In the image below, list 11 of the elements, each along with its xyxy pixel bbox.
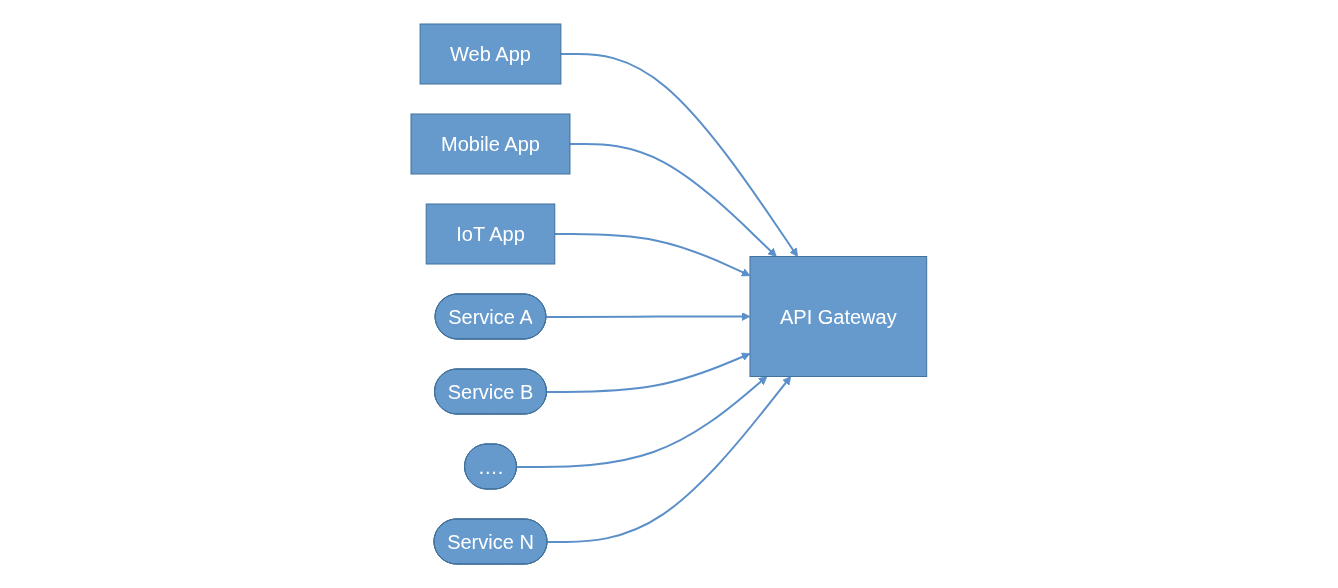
arrow bbox=[516, 376, 768, 468]
node-box: API Gateway bbox=[749, 256, 928, 377]
node-box: Web App bbox=[419, 23, 562, 85]
node-box: Mobile App bbox=[410, 113, 571, 175]
arrow bbox=[546, 376, 792, 543]
node-box: IoT App bbox=[425, 203, 556, 265]
arrow bbox=[553, 233, 751, 277]
arrow bbox=[545, 312, 751, 321]
arrow bbox=[546, 352, 751, 393]
arrow bbox=[569, 143, 777, 257]
arrow bbox=[560, 53, 799, 257]
